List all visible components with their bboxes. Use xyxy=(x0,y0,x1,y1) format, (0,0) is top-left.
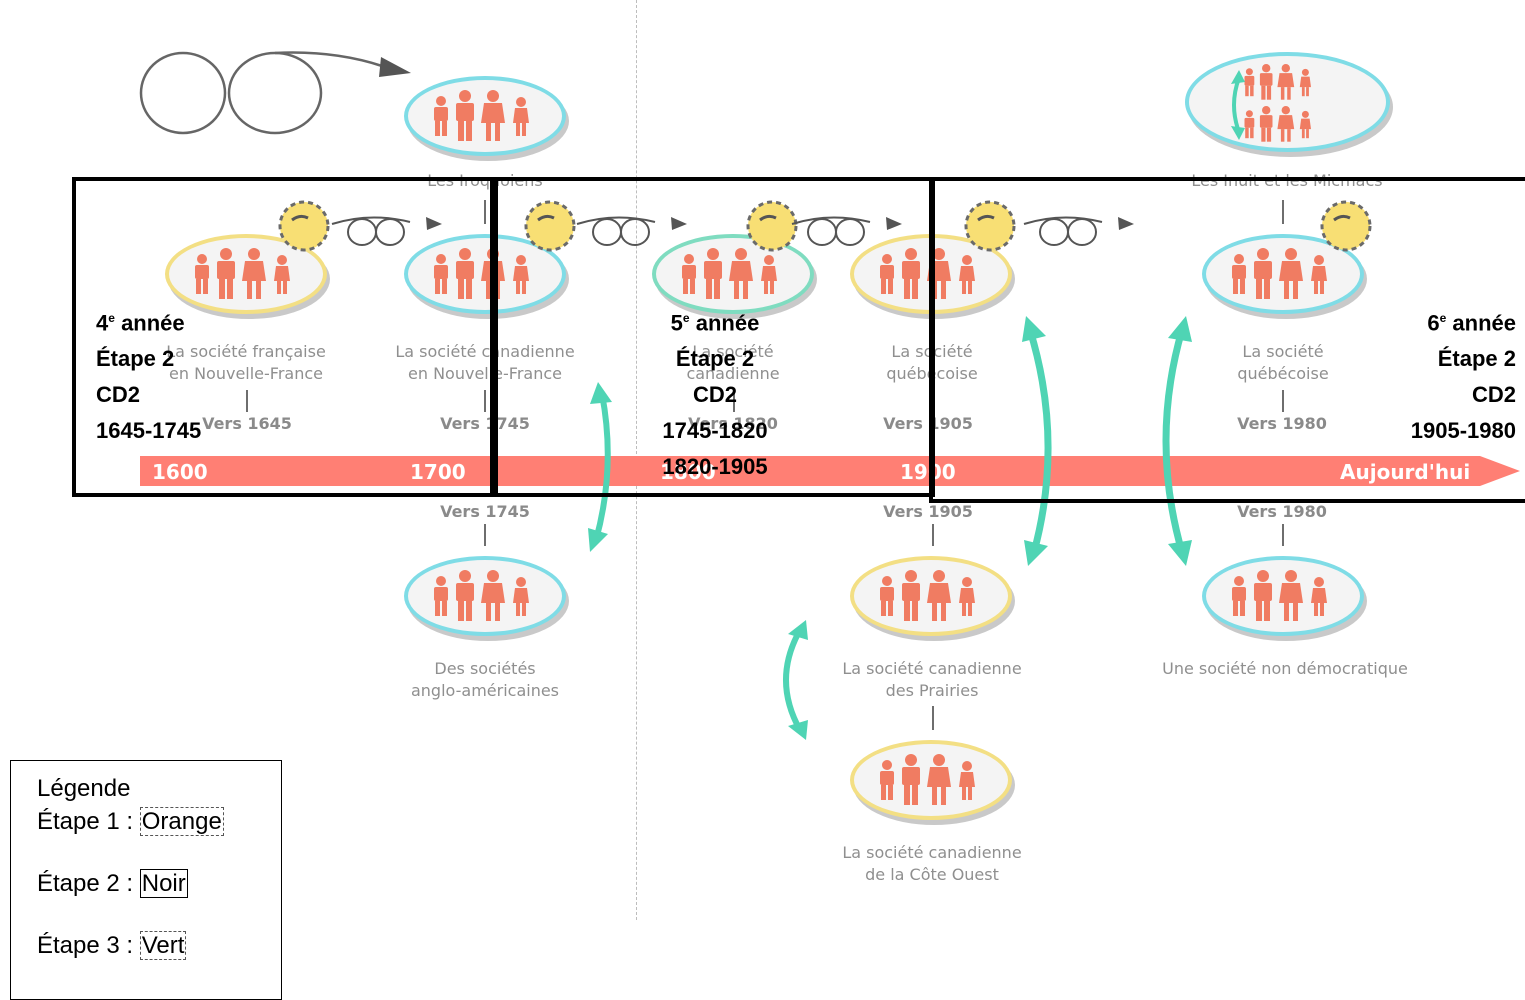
overlay-box-5e-annee xyxy=(490,177,935,497)
interaction-arrow-icon xyxy=(783,620,808,740)
sun-gear-icon xyxy=(1320,200,1372,252)
small-loop-arrow-icon xyxy=(791,216,902,246)
interaction-arrow-icon xyxy=(588,382,612,552)
society-ellipse-iroquoiens xyxy=(404,76,566,156)
person-figures-icon xyxy=(195,248,290,299)
person-figures-icon xyxy=(880,248,975,299)
person-figures-icon xyxy=(1244,106,1311,142)
society-ellipse-cote-ouest xyxy=(850,740,1012,820)
people-icon xyxy=(1241,64,1319,100)
connector-line xyxy=(484,524,486,546)
connector-line xyxy=(246,390,248,412)
interaction-arrow-icon xyxy=(1022,316,1052,566)
society-ellipse-nouvelle-france xyxy=(165,234,327,314)
date-nouvelle-france: Vers 1645 xyxy=(202,414,292,433)
society-ellipse-anglo-americaines xyxy=(404,556,566,636)
legend-title: Légende xyxy=(37,775,131,802)
year-1900: 1900 xyxy=(900,460,956,484)
overlay-label-5e: 5e année Étape 2 CD2 1745-1820 1820-1905 xyxy=(662,310,768,480)
people-icon xyxy=(169,248,323,300)
overlay-label-4e: 4e année Étape 2 CD2 1645-1745 xyxy=(96,310,202,444)
date-quebecoise-1905: Vers 1905 xyxy=(883,414,973,433)
date-anglo-americaines: Vers 1745 xyxy=(440,502,530,521)
legend-item-etape3: Étape 3 : Vert xyxy=(37,931,187,960)
connector-line xyxy=(1282,524,1284,546)
society-label-non-democratique: Une société non démocratique xyxy=(1162,659,1408,678)
small-loop-arrow-icon xyxy=(1023,216,1134,246)
interaction-arrow-icon xyxy=(1231,70,1245,140)
person-figures-icon xyxy=(1232,570,1327,621)
people-icon xyxy=(408,90,562,142)
people-icon xyxy=(1206,570,1360,622)
overlay-box-6e-annee xyxy=(929,177,1525,503)
date-canadienne-nf: Vers 1745 xyxy=(440,414,530,433)
sun-gear-icon xyxy=(746,200,798,252)
society-ellipse-canadienne xyxy=(652,234,814,314)
person-figures-icon xyxy=(434,570,529,621)
interaction-arrow-icon xyxy=(1162,316,1192,566)
year-1600: 1600 xyxy=(152,460,208,484)
connector-line xyxy=(484,390,486,412)
people-icon xyxy=(854,754,1008,806)
overlay-label-6e: 6e année Étape 2 CD2 1905-1980 xyxy=(1410,310,1516,444)
legend-item-etape1: Étape 1 : Orange xyxy=(37,807,224,836)
person-figures-icon xyxy=(682,248,777,299)
legend-item-etape2: Étape 2 : Noir xyxy=(37,869,188,898)
sun-gear-icon xyxy=(278,200,330,252)
date-prairies: Vers 1905 xyxy=(883,502,973,521)
society-ellipse-prairies xyxy=(850,556,1012,636)
date-canadienne: Vers 1820 xyxy=(688,414,778,433)
year-1700: 1700 xyxy=(410,460,466,484)
person-figures-icon xyxy=(434,90,529,141)
timeline-arrow xyxy=(140,456,1520,486)
people-icon xyxy=(656,248,810,300)
society-ellipse-inuit-micmacs xyxy=(1185,52,1390,152)
people-icon xyxy=(1206,248,1360,300)
connector-line xyxy=(932,524,934,546)
sun-gear-icon xyxy=(524,200,576,252)
people-icon xyxy=(408,570,562,622)
person-figures-icon xyxy=(1244,64,1311,100)
society-ellipse-non-democratique xyxy=(1202,556,1364,636)
loop-arrow-icon xyxy=(139,51,411,135)
connector-line xyxy=(484,200,486,224)
sun-gear-icon xyxy=(964,200,1016,252)
year-1800: 1800 xyxy=(660,460,716,484)
people-icon xyxy=(1241,106,1319,142)
person-figures-icon xyxy=(1232,248,1327,299)
connector-line xyxy=(932,706,934,730)
small-loop-arrow-icon xyxy=(576,216,687,246)
legend-box: Légende Étape 1 : Orange Étape 2 : Noir … xyxy=(10,760,282,1000)
overlay-box-4e-annee xyxy=(72,177,498,497)
people-icon xyxy=(854,570,1008,622)
connector-line xyxy=(1282,390,1284,412)
person-figures-icon xyxy=(880,754,975,805)
connector-line xyxy=(733,390,735,412)
date-quebecoise-1980: Vers 1980 xyxy=(1237,414,1327,433)
people-icon xyxy=(854,248,1008,300)
date-non-democratique: Vers 1980 xyxy=(1237,502,1327,521)
year-aujourdhui: Aujourd'hui xyxy=(1340,460,1471,484)
connector-line xyxy=(1282,200,1284,224)
person-figures-icon xyxy=(880,570,975,621)
small-loop-arrow-icon xyxy=(331,216,442,246)
